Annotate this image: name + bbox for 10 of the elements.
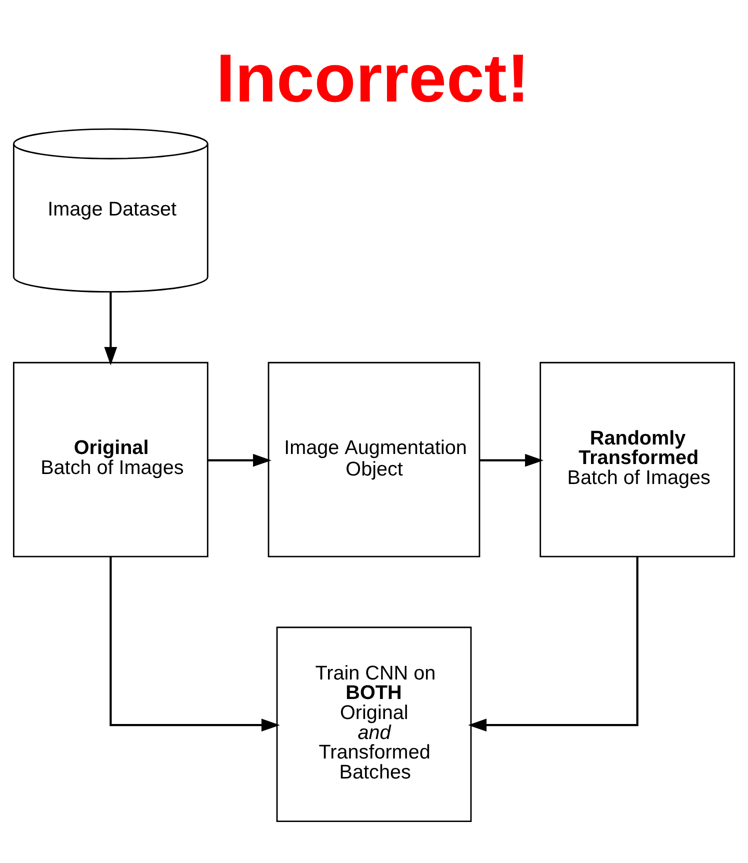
arrow [480, 453, 544, 466]
arrow [110, 556, 280, 732]
node-box: Randomly Transformed Batch of Images [540, 361, 736, 557]
arrow [104, 292, 118, 365]
arrow [468, 556, 638, 732]
node-box: Original Batch of Images [12, 361, 208, 557]
diagram-title: Incorrect! [216, 40, 530, 116]
node-box: Train CNN on BOTH Original and Transformed Batches [276, 626, 472, 822]
arrow [208, 453, 272, 466]
node-box: Image Augmentation Object [268, 361, 480, 557]
